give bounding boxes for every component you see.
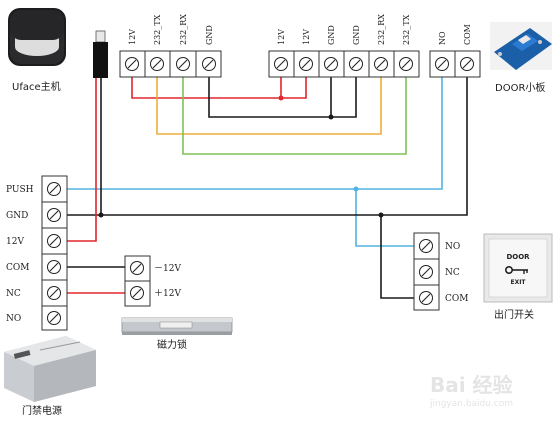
uface-terminal-label-gnd: GND: [205, 25, 214, 45]
power-label-push: PUSH: [6, 185, 34, 195]
wire-black-gnd: [66, 66, 468, 216]
exit-button-caption: 出门开关: [494, 308, 534, 321]
power-screw-push: [47, 182, 61, 196]
key-icon: [504, 265, 528, 274]
middle-terminal-label-3: GND: [327, 25, 336, 45]
uface-screw-1: [125, 57, 139, 71]
exit-screw-com: [419, 291, 433, 305]
cable-connector: [93, 30, 108, 78]
power-screw-12v: [47, 234, 61, 248]
power-label-nc: NC: [6, 289, 21, 299]
exit-label-no: NO: [445, 242, 460, 252]
wire-black-gnd-link: [208, 66, 357, 118]
middle-terminal-label-5: 232_RX: [377, 14, 386, 45]
power-label-com: COM: [6, 263, 29, 273]
power-screw-com: [47, 260, 61, 274]
lock-screw-neg: [130, 261, 144, 275]
wire-blue-exit-no: [355, 189, 426, 247]
power-label-12v: 12V: [6, 237, 24, 247]
relay-screw-no: [435, 57, 449, 71]
watermark: Bai 经验 jingyan.baidu.com: [429, 373, 513, 409]
exit-screw-no: [419, 239, 433, 253]
uface-terminal-label-12v: 12V: [128, 29, 137, 45]
wire-blue-push: [66, 66, 443, 190]
watermark-url: jingyan.baidu.com: [429, 399, 513, 409]
uface-terminal-label-rx: 232_RX: [179, 14, 188, 45]
power-supply-caption: 门禁电源: [22, 404, 62, 417]
lock-screw-pos: [130, 286, 144, 300]
lock-label-neg: －12V: [154, 264, 181, 274]
lock-label-pos: ＋12V: [154, 288, 181, 299]
lock-terminal-block: [124, 255, 151, 307]
uface-screw-3: [176, 57, 190, 71]
middle-terminal-block: [268, 50, 420, 78]
wire-red-12v-link: [131, 66, 282, 99]
middle-screw-5: [374, 57, 388, 71]
power-label-no: NO: [6, 314, 21, 324]
relay-terminal-label-com: COM: [463, 24, 472, 45]
power-terminal-block: [41, 175, 68, 331]
exit-button-image: [483, 233, 553, 303]
wire-orange-tx-rx: [156, 66, 382, 135]
exit-device-text-exit: EXIT: [510, 279, 526, 286]
magnetic-lock-image: [121, 317, 233, 335]
uface-screw-2: [150, 57, 164, 71]
uface-screw-4: [202, 57, 216, 71]
uface-device-image: [8, 8, 66, 66]
wire-black-exit-com: [380, 215, 426, 299]
exit-label-com: COM: [445, 294, 468, 304]
exit-label-nc: NC: [445, 268, 460, 278]
middle-terminal-label-4: GND: [352, 25, 361, 45]
uface-caption: Uface主机: [12, 80, 61, 93]
power-screw-no: [47, 311, 61, 325]
middle-screw-2: [299, 57, 313, 71]
power-supply-image: [4, 336, 96, 402]
watermark-logo: Bai 经验: [430, 373, 513, 397]
uface-terminal-block: [119, 50, 222, 78]
relay-screw-com: [460, 57, 474, 71]
middle-terminal-label-1: 12V: [277, 29, 286, 45]
middle-terminal-label-2: 12V: [302, 29, 311, 45]
power-screw-gnd: [47, 208, 61, 222]
magnetic-lock-caption: 磁力锁: [157, 338, 187, 351]
wire-red-cable: [66, 78, 97, 242]
door-board-caption: DOOR小板: [495, 81, 545, 94]
middle-screw-6: [399, 57, 413, 71]
exit-screw-nc: [419, 265, 433, 279]
power-screw-nc: [47, 286, 61, 300]
middle-terminal-label-6: 232_TX: [402, 14, 411, 45]
middle-screw-3: [324, 57, 338, 71]
door-board-image: [490, 22, 552, 70]
relay-terminal-block: [429, 50, 481, 78]
exit-terminal-block: [413, 232, 440, 311]
wire-green-rx-tx: [182, 66, 407, 155]
middle-screw-4: [349, 57, 363, 71]
relay-terminal-label-no: NO: [438, 31, 447, 45]
exit-device-text-door: DOOR: [506, 253, 530, 261]
power-label-gnd: GND: [6, 211, 28, 221]
middle-screw-1: [274, 57, 288, 71]
uface-terminal-label-tx: 232_TX: [153, 14, 162, 45]
